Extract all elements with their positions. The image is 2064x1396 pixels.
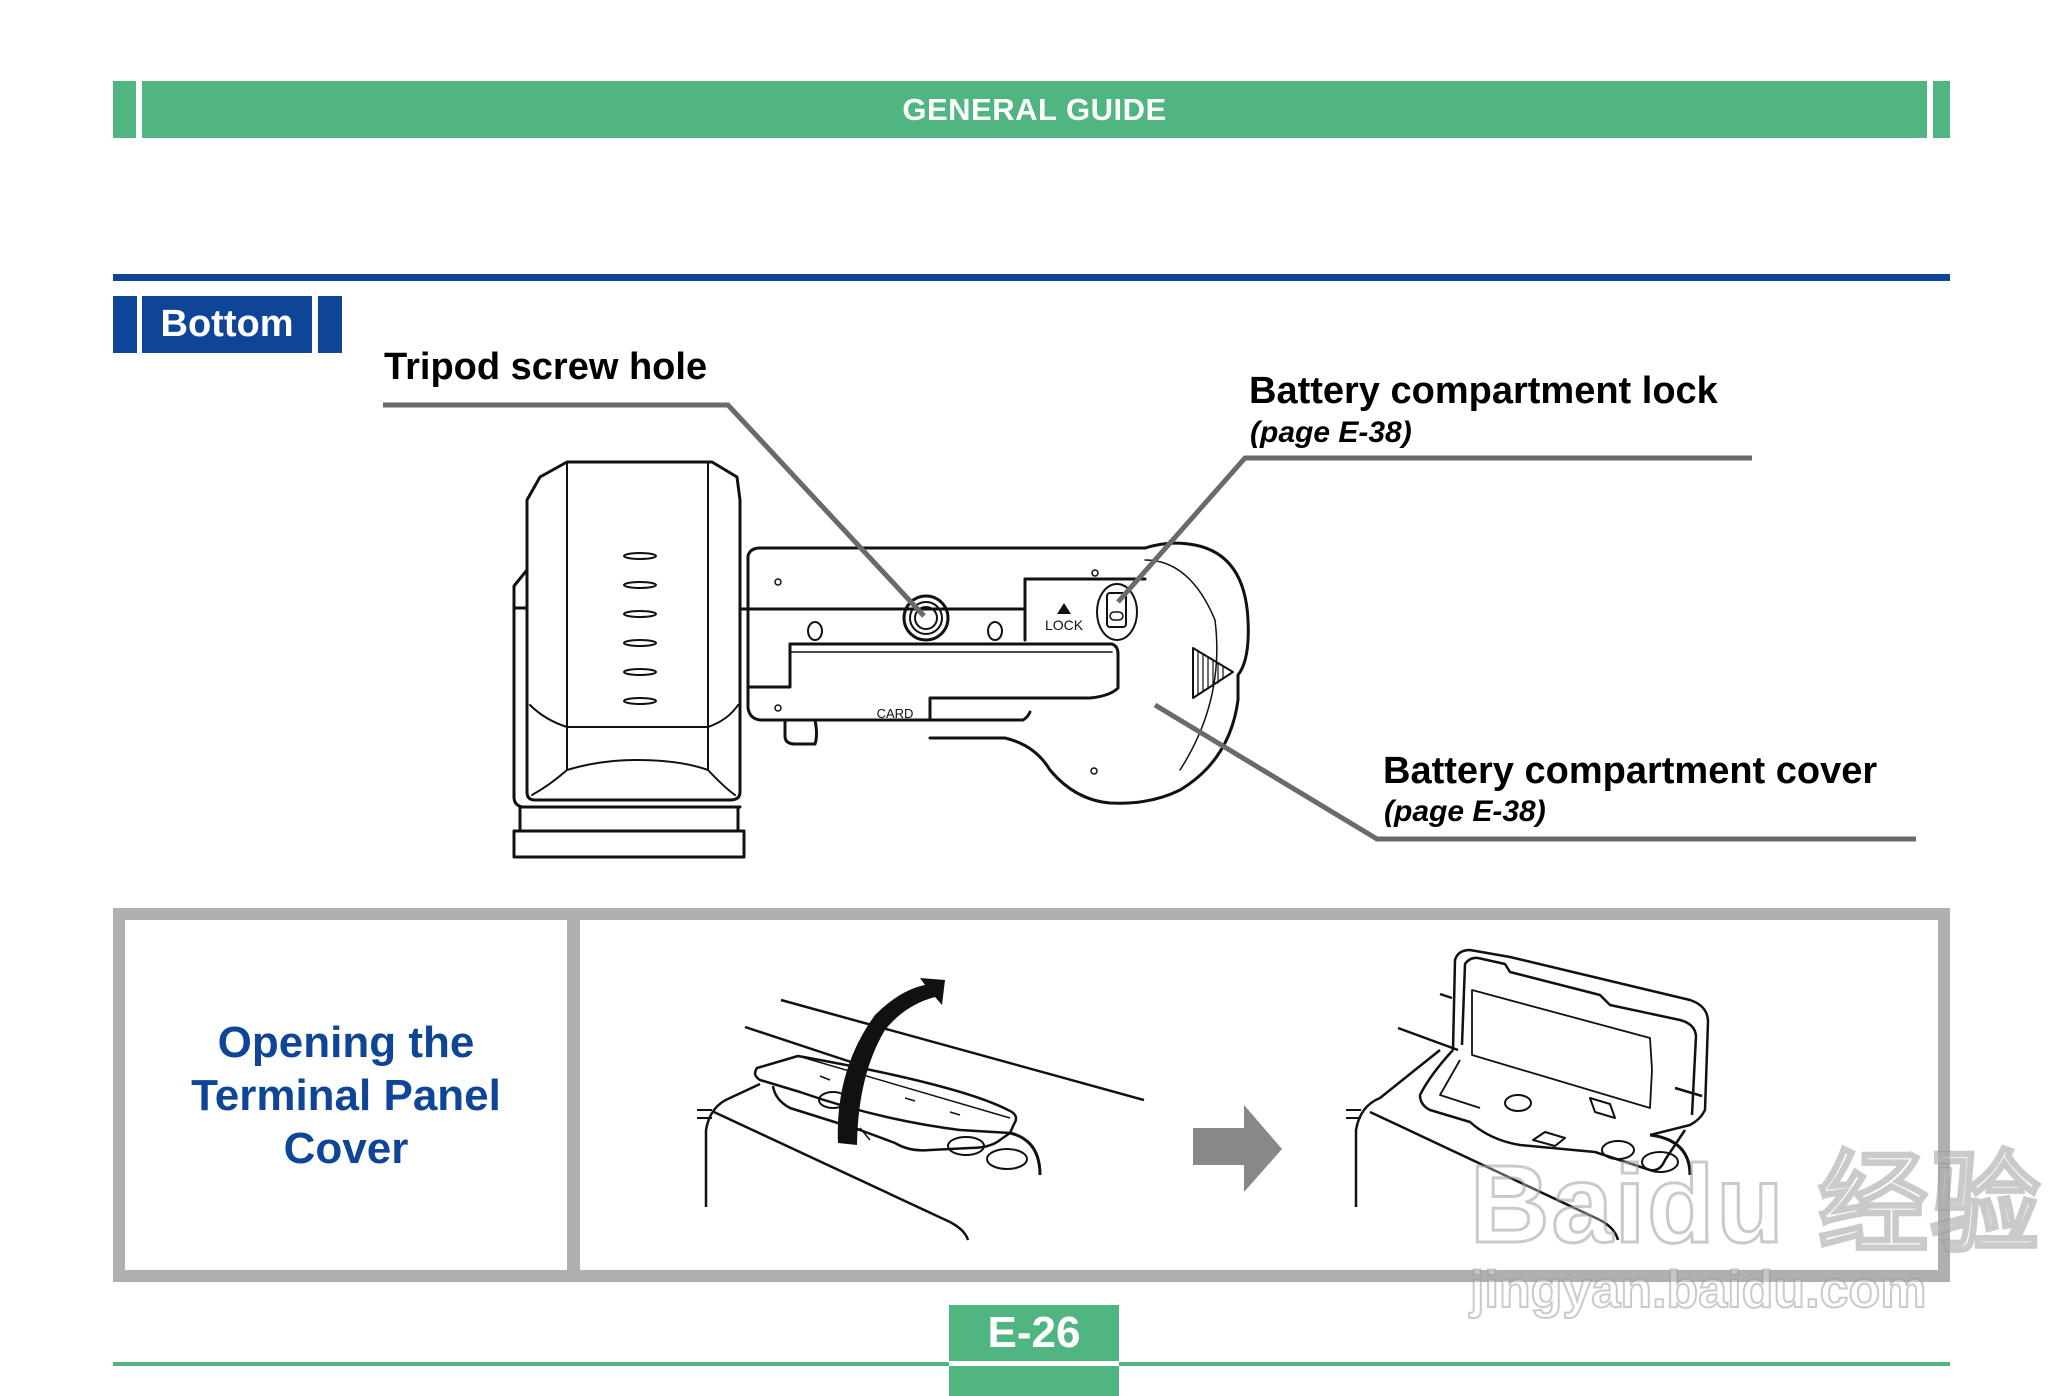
curved-lift-arrow-icon — [837, 978, 945, 1145]
card-label: CARD — [877, 706, 914, 721]
callout-battery-cover-ref[interactable]: (page E-38) — [1384, 795, 1546, 828]
procedure-title-line-2: Terminal Panel — [191, 1070, 501, 1120]
procedure-box-divider — [567, 908, 580, 1282]
lock-arrow-icon — [1057, 603, 1071, 614]
section-tab-right-block — [318, 296, 342, 353]
lock-label: LOCK — [1045, 617, 1084, 633]
battery-lock-switch-illustration — [1096, 583, 1138, 641]
procedure-title-line-1: Opening the — [217, 1017, 475, 1067]
callout-battery-lock-ref[interactable]: (page E-38) — [1250, 416, 1412, 449]
lens-barrel-illustration — [512, 460, 746, 859]
page-number: E-26 — [987, 1308, 1081, 1357]
terminal-cover-open-illustration — [1346, 948, 1710, 1241]
callout-battery-lock: Battery compartment lock — [1249, 370, 1718, 412]
terminal-cover-closed-illustration — [697, 998, 1145, 1241]
header-bar-left-block — [113, 81, 136, 138]
camera-bottom-illustration: LOCK CARD — [383, 402, 1916, 859]
page-number-badge-gap — [949, 1361, 1119, 1366]
leader-line-battery-cover — [1153, 702, 1916, 842]
step-arrow-right-icon — [1193, 1105, 1282, 1192]
leader-line-battery-lock — [1116, 455, 1752, 604]
callout-tripod-screw-hole: Tripod screw hole — [384, 346, 708, 388]
procedure-box — [113, 908, 1950, 1282]
procedure-title-line-3: Cover — [283, 1123, 409, 1173]
header-bar: GENERAL GUIDE — [142, 81, 1927, 138]
section-tab-left-block — [113, 296, 137, 353]
callout-battery-cover: Battery compartment cover — [1383, 750, 1878, 792]
procedure-title: Opening the Terminal Panel Cover — [125, 920, 567, 1270]
tripod-screw-hole-illustration — [902, 594, 950, 642]
page-number-badge — [949, 1305, 1119, 1396]
header-bar-right-block — [1933, 81, 1950, 138]
leader-line-tripod — [383, 402, 926, 618]
section-tab: Bottom — [142, 296, 312, 353]
section-rule — [113, 274, 1950, 281]
header-title: GENERAL GUIDE — [902, 91, 1167, 127]
section-tab-label: Bottom — [160, 303, 294, 345]
